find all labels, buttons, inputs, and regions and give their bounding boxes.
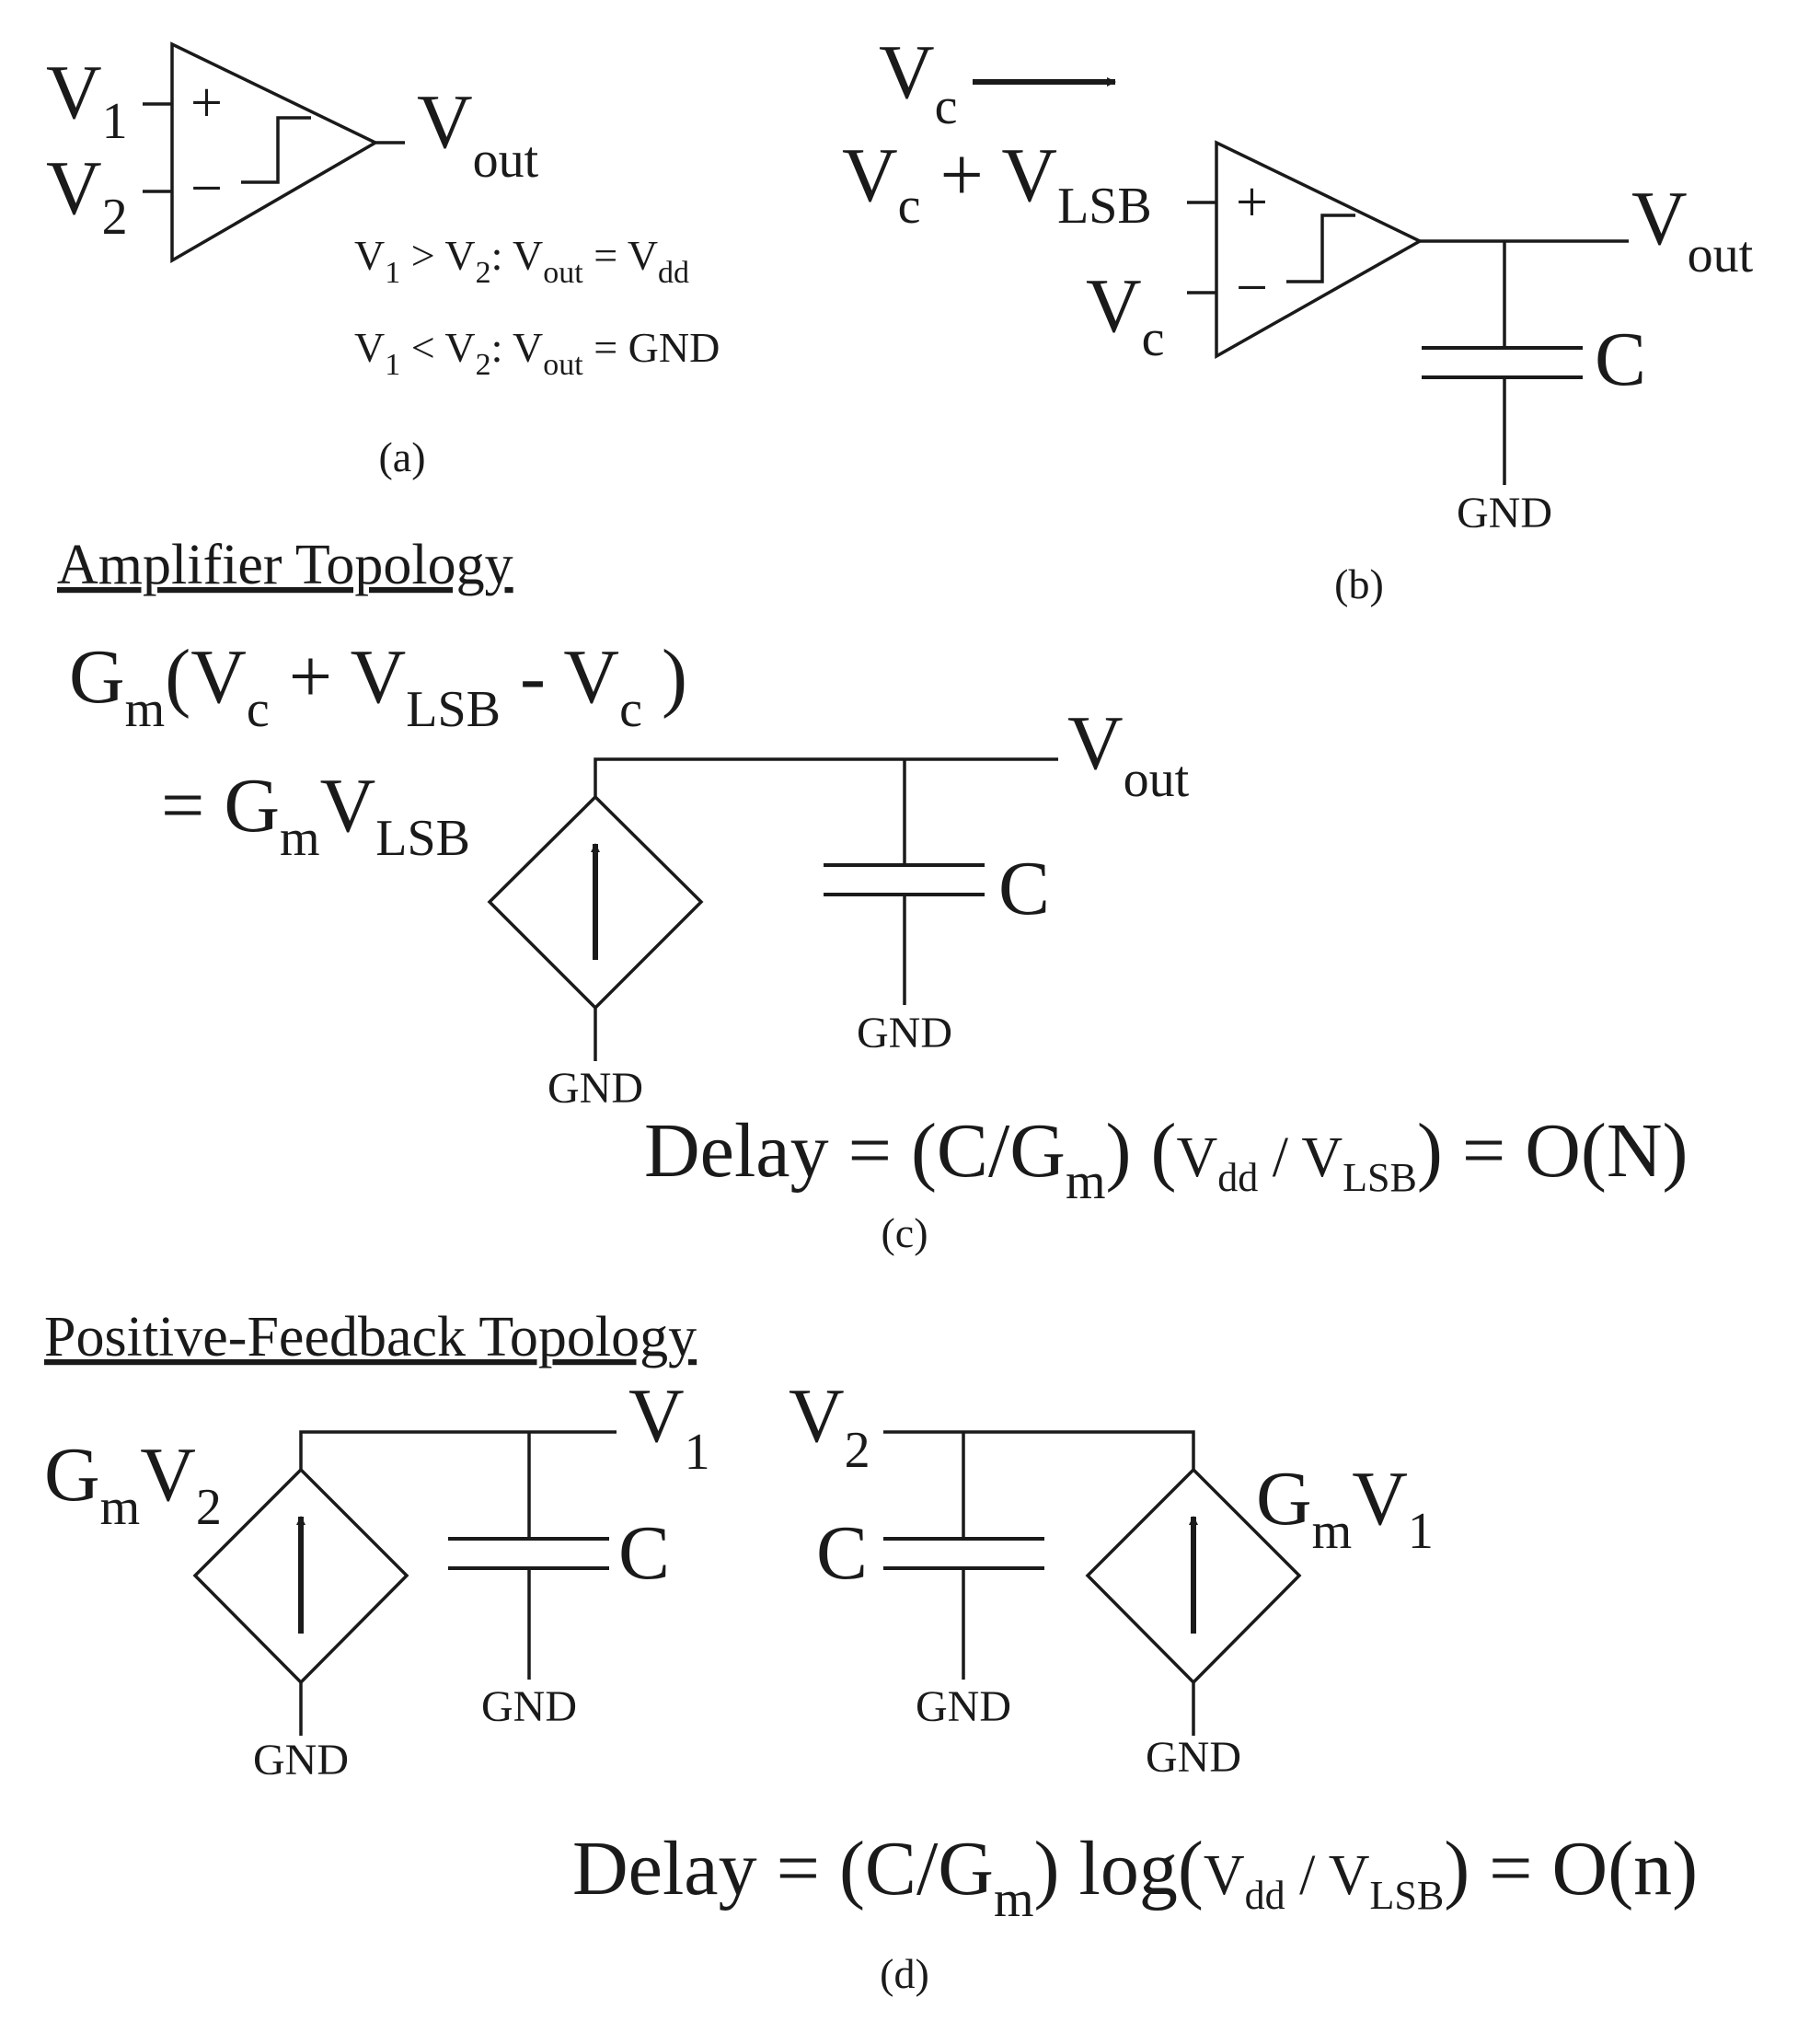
label-b-vc-top: Vc: [879, 29, 958, 135]
label-c-vout: Vout: [1067, 700, 1190, 808]
label-b-in-plus: Vc + VLSB: [842, 133, 1152, 235]
label-d-gnd-right-src: GND: [1146, 1733, 1241, 1782]
label-d-v1: V1: [628, 1373, 710, 1481]
label-d-gnd-left-src: GND: [253, 1736, 349, 1784]
panel-d: Positive-Feedback Topology GmV2 GND C GN…: [44, 1306, 1698, 1997]
equation-c-line2: = GmVLSB: [161, 763, 470, 867]
caption-a: (a): [378, 433, 425, 480]
equation-c-line1: Gm(Vc + VLSB - Vc ): [69, 634, 687, 738]
label-b-plus: +: [1236, 171, 1268, 234]
label-d-cap-right: C: [816, 1510, 868, 1596]
delay-c-equation: Delay = (C/Gm) (Vdd / VLSB) = O(N): [644, 1108, 1688, 1210]
caption-d: (d): [880, 1950, 929, 1997]
label-d-gnd-right-cap: GND: [916, 1682, 1011, 1731]
label-a-vout: Vout: [417, 79, 539, 189]
label-a-minus: −: [190, 157, 223, 220]
label-b-gnd: GND: [1457, 489, 1552, 537]
label-c-gnd-src: GND: [547, 1064, 643, 1113]
wire-c-top: [594, 757, 1058, 797]
label-b-cap: C: [1595, 317, 1646, 402]
label-d-v2: V2: [789, 1373, 870, 1479]
step-icon-a: [241, 116, 311, 184]
heading-positive-feedback-topology: Positive-Feedback Topology: [44, 1306, 697, 1368]
label-d-gnd-left-cap: GND: [481, 1682, 577, 1731]
caption-c: (c): [881, 1209, 928, 1256]
rule-a-high: V1 > V2: Vout = Vdd: [354, 232, 689, 290]
rule-a-low: V1 < V2: Vout = GND: [354, 324, 720, 382]
label-a-v1: V1: [46, 50, 128, 150]
comparator-a: [170, 41, 379, 264]
heading-amplifier-topology: Amplifier Topology: [57, 534, 513, 596]
label-b-vout: Vout: [1631, 176, 1754, 283]
caption-b: (b): [1334, 560, 1384, 607]
step-icon-b: [1286, 214, 1355, 283]
panel-c: Amplifier Topology Gm(Vc + VLSB - Vc ) =…: [57, 534, 1688, 1256]
label-c-gnd-cap: GND: [857, 1009, 952, 1057]
label-d-right-source: GmV1: [1256, 1456, 1434, 1560]
delay-d-equation: Delay = (C/Gm) log(Vdd / VLSB) = O(n): [572, 1826, 1698, 1928]
label-c-cap: C: [998, 846, 1050, 931]
panel-b: Vc Vc + VLSB Vc + − C GND Vout (b): [842, 29, 1754, 607]
wire-d-left-top: [299, 1430, 617, 1470]
label-a-v2: V2: [46, 145, 128, 246]
label-d-left-source: GmV2: [44, 1432, 222, 1536]
label-b-in-minus: Vc: [1086, 263, 1165, 367]
wire-d-right-top: [883, 1430, 1195, 1470]
label-b-minus: −: [1236, 257, 1268, 319]
panel-a: V1 V2 + − Vout V1 > V2: Vout = Vdd V1 < …: [46, 41, 720, 480]
comparator-b: [1215, 140, 1423, 360]
label-a-plus: +: [190, 72, 223, 134]
label-d-cap-left: C: [618, 1510, 670, 1596]
